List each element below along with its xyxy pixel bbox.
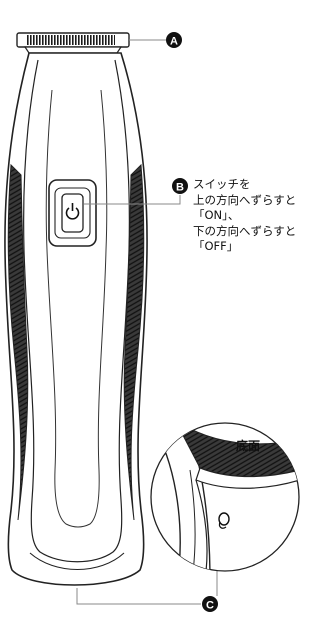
left-grip [7, 163, 29, 521]
blade-head [16, 32, 130, 54]
switch-text-line1: スイッチを [193, 177, 251, 191]
inner-contour [23, 59, 130, 563]
bottom-detail [150, 422, 300, 572]
label-c: C [206, 600, 214, 612]
trimmer-body-outline [4, 52, 148, 586]
switch-text-line4: 下の方向へずらすと [193, 223, 297, 238]
power-switch[interactable] [48, 179, 97, 247]
label-b: B [176, 182, 184, 194]
switch-text-line2: 上の方向へずらすと [193, 192, 297, 207]
front-panel [45, 89, 108, 528]
bottom-view-title: 底面 [236, 439, 261, 453]
inner-contour-2 [29, 552, 125, 570]
label-a: A [170, 36, 178, 48]
switch-instructions: スイッチを 上の方向へずらすと 「ON」、 下の方向へずらすと 「OFF」 [193, 177, 296, 255]
power-icon [65, 203, 80, 220]
switch-text-line5: 「OFF」 [193, 239, 239, 253]
callout-a: A [129, 32, 182, 48]
charging-port-icon [218, 512, 230, 529]
callout-b: B [84, 178, 188, 205]
switch-text-line3: 「ON」、 [193, 208, 240, 222]
